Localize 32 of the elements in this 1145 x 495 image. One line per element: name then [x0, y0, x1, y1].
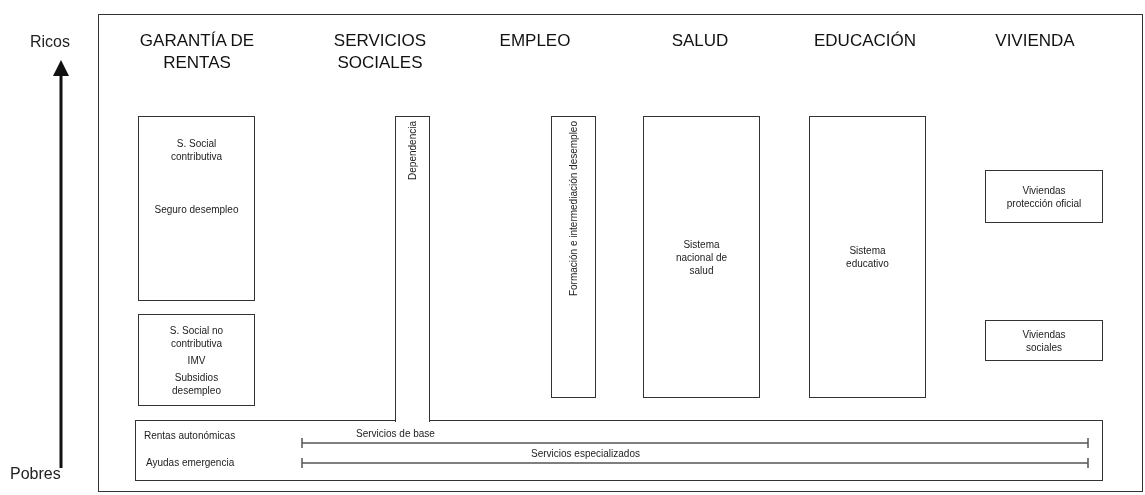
- service-band: [135, 420, 1103, 481]
- box-text: IMV: [187, 353, 206, 367]
- process-box: [985, 170, 1103, 223]
- band-text: Ayudas emergencia: [146, 456, 235, 469]
- column-box: [395, 116, 430, 422]
- process-box: [809, 116, 926, 398]
- box-text: Sistema educativo: [845, 244, 890, 270]
- box-text: Formación e intermediación desempleo: [567, 121, 580, 297]
- process-box: [138, 116, 255, 301]
- box-text: S. Social no contributiva: [168, 323, 225, 350]
- column-box: [551, 116, 596, 398]
- process-box: [643, 116, 760, 398]
- box-text: S. Social contributiva: [169, 137, 224, 163]
- box-text: Viviendas sociales: [1021, 327, 1067, 354]
- column-heading: EMPLEO: [498, 30, 572, 52]
- column-heading: SALUD: [670, 30, 730, 52]
- band-text: Servicios especializados: [531, 447, 640, 460]
- process-box: [985, 320, 1103, 361]
- box-text: Seguro desempleo: [154, 203, 239, 216]
- axis-label: Pobres: [10, 464, 61, 484]
- box-text: Viviendas protección oficial: [1006, 183, 1082, 210]
- box-text: Dependencia: [406, 121, 419, 180]
- column-heading: SERVICIOS SOCIALES: [332, 30, 428, 74]
- band-text: Servicios de base: [356, 427, 435, 440]
- column-heading: VIVIENDA: [994, 30, 1076, 52]
- box-text: Subsidios desempleo: [171, 370, 222, 397]
- process-box: [138, 314, 255, 406]
- band-text: Rentas autonómicas: [144, 429, 236, 442]
- box-text: Sistema nacional de salud: [674, 237, 729, 277]
- axis-label: Ricos: [30, 32, 70, 52]
- column-heading: EDUCACIÓN: [813, 30, 917, 52]
- column-heading: GARANTÍA DE RENTAS: [138, 30, 256, 74]
